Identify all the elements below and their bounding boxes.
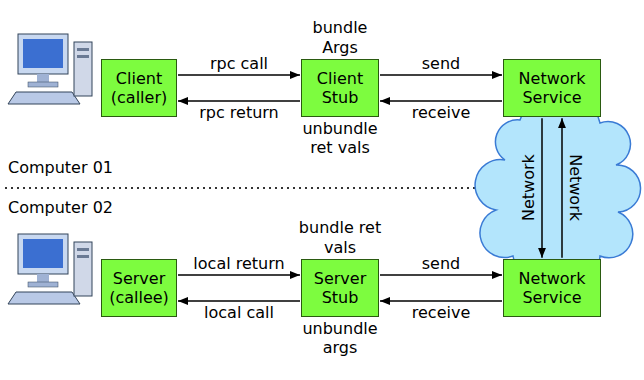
box-label: Server Stub: [306, 269, 374, 307]
arrow-label: local call: [202, 303, 276, 322]
arrow-label: send: [420, 54, 462, 73]
process-box: Client (caller): [101, 59, 177, 117]
process-box: Server Stub: [301, 259, 379, 317]
process-box: Network Service: [503, 259, 601, 317]
arrow-label: Network: [519, 153, 538, 224]
message-arrow: [178, 274, 300, 276]
box-label: Network Service: [508, 269, 596, 307]
network-cloud: [475, 102, 640, 280]
box-label: Client Stub: [306, 69, 374, 107]
process-box: Network Service: [503, 59, 601, 117]
arrow-label: Network: [566, 153, 585, 224]
stub-note: unbundle ret vals: [298, 119, 382, 157]
box-label: Client (caller): [106, 69, 172, 107]
message-arrow: [178, 300, 300, 302]
box-label: Server (callee): [106, 269, 172, 307]
message-arrow: [178, 100, 300, 102]
message-arrow: [380, 74, 502, 76]
machine-label: Computer 02: [8, 198, 113, 217]
arrow-label: local return: [191, 254, 286, 273]
arrow-label: send: [420, 254, 462, 273]
computer-icon: [8, 234, 92, 304]
arrow-label: rpc call: [208, 54, 270, 73]
message-arrow: [561, 118, 563, 258]
message-arrow: [380, 300, 502, 302]
box-label: Network Service: [508, 69, 596, 107]
machine-label: Computer 01: [8, 158, 113, 177]
process-box: Server (callee): [101, 259, 177, 317]
arrow-label: rpc return: [197, 103, 281, 122]
message-arrow: [380, 274, 502, 276]
computer-icon: [8, 34, 92, 104]
arrow-label: receive: [410, 103, 472, 122]
stub-note: unbundle args: [298, 319, 382, 357]
message-arrow: [178, 74, 300, 76]
process-box: Client Stub: [301, 59, 379, 117]
arrow-label: receive: [410, 303, 472, 322]
stub-note: bundle Args: [298, 18, 382, 56]
stub-note: bundle ret vals: [298, 218, 382, 256]
message-arrow: [380, 100, 502, 102]
message-arrow: [541, 118, 543, 258]
